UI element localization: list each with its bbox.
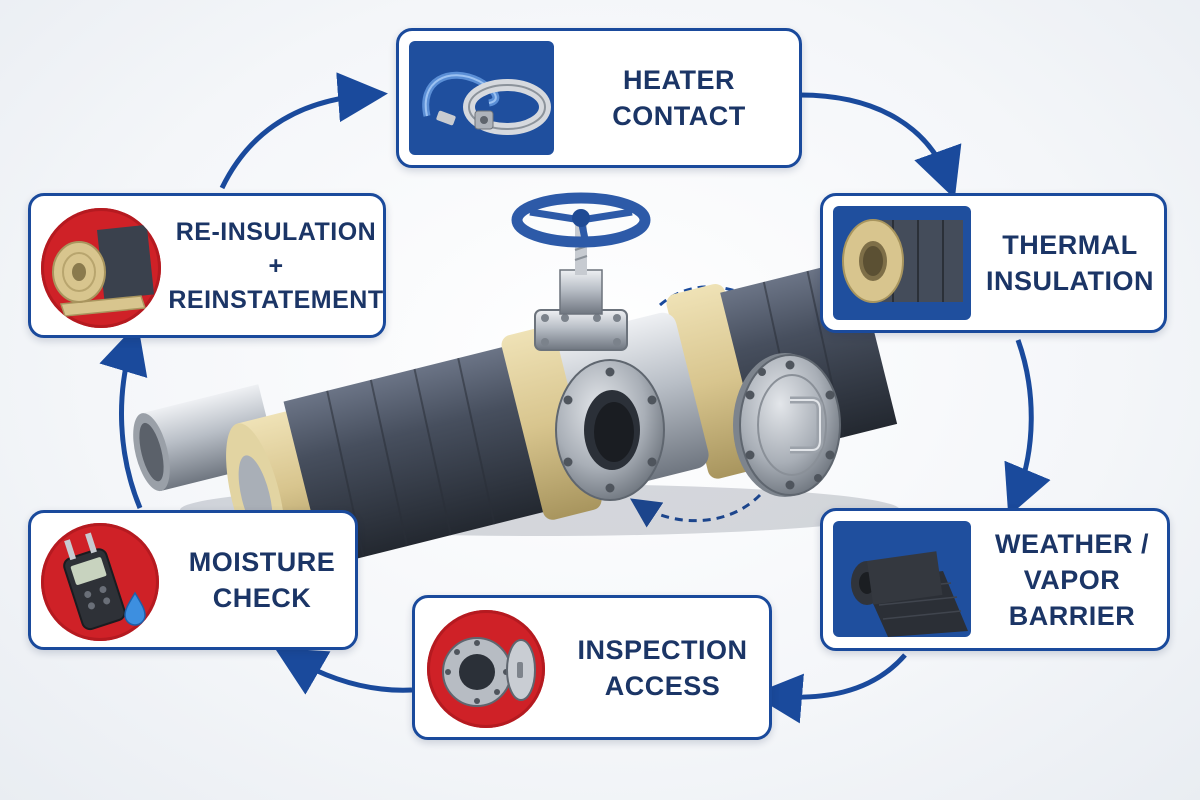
cycle-arrow-4 bbox=[274, 647, 413, 695]
moisture-meter-icon bbox=[41, 523, 159, 641]
label-line: RE-INSULATION bbox=[175, 217, 377, 246]
step-card-re-insulation: RE-INSULATION + REINSTATEMENT bbox=[28, 193, 386, 338]
label-line: ACCESS bbox=[604, 670, 721, 701]
membrane-roll-icon bbox=[833, 521, 971, 637]
cycle-arrow-6 bbox=[219, 72, 388, 190]
label-line: BARRIER bbox=[1008, 600, 1136, 631]
label-line: CHECK bbox=[212, 583, 312, 613]
step-label-heater-contact: HEATER CONTACT bbox=[559, 31, 799, 165]
insulation-pipe-section-icon bbox=[833, 206, 971, 320]
step-label-moisture-check: MOISTURE CHECK bbox=[169, 513, 355, 647]
label-line: THERMAL bbox=[1002, 230, 1138, 260]
heat-trace-cable-clamp-icon bbox=[409, 41, 554, 155]
label-line: + bbox=[268, 251, 284, 280]
step-label-thermal-insulation: THERMAL INSULATION bbox=[975, 196, 1165, 330]
cycle-arrow-1 bbox=[799, 92, 962, 199]
step-card-weather-vapor-barrier: WEATHER / VAPOR BARRIER bbox=[820, 508, 1170, 651]
valve-flange-opening bbox=[555, 359, 665, 501]
step-card-inspection-access: INSPECTION ACCESS bbox=[412, 595, 772, 740]
label-line: REINSTATEMENT bbox=[168, 285, 384, 314]
flange-cover-icon bbox=[733, 353, 841, 497]
label-line: INSPECTION bbox=[577, 634, 748, 665]
label-line: MOISTURE bbox=[188, 547, 336, 577]
swap-arrow-bottom bbox=[630, 493, 762, 528]
insulation-roll-wrap-icon bbox=[41, 208, 161, 328]
cycle-arrow-3 bbox=[752, 653, 907, 724]
step-label-re-insulation: RE-INSULATION + REINSTATEMENT bbox=[167, 196, 385, 335]
label-line: HEATER bbox=[622, 65, 735, 95]
step-label-inspection-access: INSPECTION ACCESS bbox=[555, 598, 770, 737]
step-card-moisture-check: MOISTURE CHECK bbox=[28, 510, 358, 650]
step-label-weather-vapor-barrier: WEATHER / VAPOR BARRIER bbox=[975, 511, 1169, 648]
label-line: INSULATION bbox=[986, 266, 1154, 296]
step-card-heater-contact: HEATER CONTACT bbox=[396, 28, 802, 168]
label-line: CONTACT bbox=[612, 101, 746, 131]
cycle-arrow-5 bbox=[99, 322, 148, 509]
inspection-port-icon bbox=[427, 610, 545, 728]
label-line: WEATHER / bbox=[995, 528, 1149, 559]
label-line: VAPOR bbox=[1023, 564, 1121, 595]
valve-handwheel bbox=[511, 192, 651, 248]
cycle-arrow-2 bbox=[1004, 339, 1051, 517]
step-card-thermal-insulation: THERMAL INSULATION bbox=[820, 193, 1167, 333]
